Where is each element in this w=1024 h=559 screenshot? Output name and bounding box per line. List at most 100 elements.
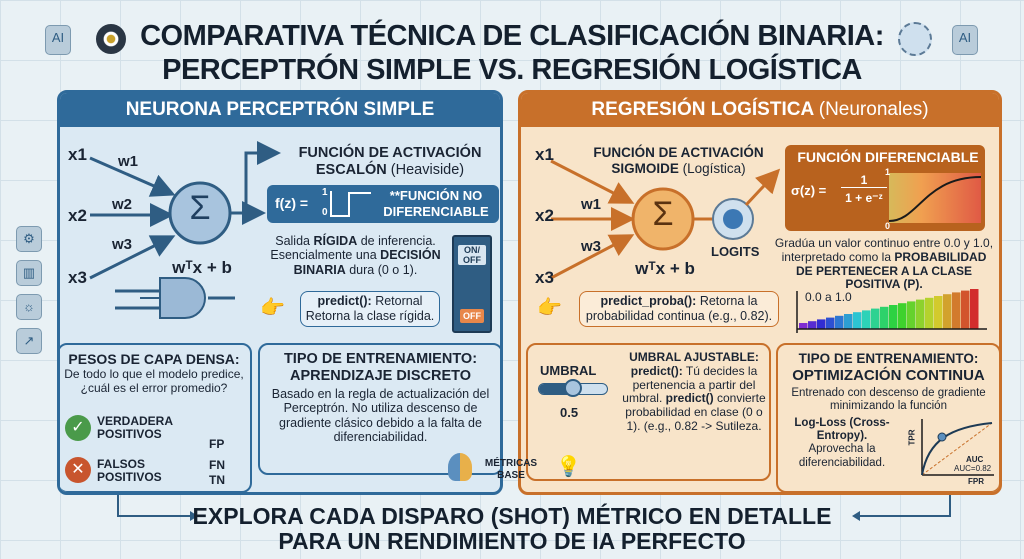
- roc-point: [937, 432, 947, 442]
- scale-axis: [796, 291, 987, 333]
- threshold-value: 0.5: [560, 405, 579, 420]
- probability-bar: [934, 296, 943, 329]
- predict-proba-note: predict_proba(): Retorna la probabilidad…: [579, 291, 779, 327]
- footer-line2: PARA UN RENDIMIENTO DE IA PERFECTO: [278, 528, 746, 554]
- ai-gear-icon: ☼: [16, 294, 42, 320]
- page-title-line1: COMPARATIVA TÉCNICA DE CLASIFICACIÓN BIN…: [140, 20, 884, 52]
- input-edge: [89, 156, 176, 197]
- weight-w1: w1: [581, 196, 602, 213]
- training-title: TIPO DE ENTRENAMIENTO:APRENDIZAJE DISCRE…: [283, 351, 478, 384]
- weight-w2: w2: [112, 196, 133, 213]
- probability-bar: [898, 303, 907, 329]
- weight-w3: w3: [112, 236, 133, 253]
- input-x3: x3: [535, 268, 554, 287]
- threshold-label: UMBRAL: [540, 363, 597, 378]
- logistic-diagram: [550, 159, 781, 280]
- input-x1: x1: [68, 145, 87, 164]
- weight-w3: w3: [581, 238, 602, 255]
- probability-desc: Gradúa un valor continuo entre 0.0 y 1.0…: [774, 236, 994, 292]
- input-x2: x2: [535, 206, 554, 225]
- probability-bar: [817, 319, 826, 329]
- probability-bar: [889, 305, 898, 329]
- logistic-panel: REGRESIÓN LOGÍSTICA (Neuronales) x1 x2 x…: [518, 90, 1002, 495]
- weight-w1: w1: [118, 153, 139, 170]
- roc-x-label: FPR: [968, 477, 984, 486]
- metrics-base-label: MÉTRICAS BASE: [484, 458, 538, 481]
- sigma-symbol: Σ: [652, 195, 674, 233]
- probability-scale-chart: [796, 289, 987, 333]
- bar-chart-icon: ▥: [16, 260, 42, 286]
- probability-bar: [916, 299, 925, 329]
- ai-chip-icon: AI: [45, 25, 71, 55]
- step-formula-box: f(z) = 1 0 **FUNCIÓN NO DIFERENCIABLE: [267, 185, 499, 223]
- training-desc: Basado en la regla de actualización del …: [271, 387, 490, 445]
- probability-bar: [826, 317, 835, 329]
- pointing-hand-icon: 👉: [260, 297, 285, 319]
- roc-curve-chart: [921, 419, 994, 476]
- input-x2: x2: [68, 206, 87, 225]
- connector-arrows: [117, 495, 951, 521]
- sigmoid-box: FUNCIÓN DIFERENCIABLE σ(z) = 1 1 + e⁻ᶻ 1…: [785, 145, 985, 231]
- threshold-box: UMBRAL 0.5 UMBRAL AJUSTABLE:predict(): T…: [526, 343, 771, 481]
- false-positive-label: FALSOS POSITIVOS: [97, 457, 162, 485]
- step-function-graph: [330, 191, 371, 217]
- gear-brain-icon: ⚙: [16, 226, 42, 252]
- logic-gate-icon: [115, 277, 235, 319]
- sigmoid-curve: [889, 173, 981, 223]
- page-title-line2: PERCEPTRÓN SIMPLE VS. REGRESIÓN LOGÍSTIC…: [162, 54, 862, 86]
- footer-line1: EXPLORA CADA DISPARO (SHOT) MÉTRICO EN D…: [192, 503, 832, 529]
- dense-weights-question: De todo lo que el modelo predice, ¿cuál …: [64, 367, 244, 395]
- ai-chip-icon: AI: [952, 25, 978, 55]
- threshold-slider[interactable]: [538, 379, 608, 397]
- fn-label: FN: [209, 458, 225, 472]
- lightbulb-icon: 💡: [556, 456, 581, 478]
- linear-formula: wᵀx + b: [172, 258, 232, 277]
- predict-method-note: predict(): Retornal Retorna la clase ríg…: [300, 291, 440, 327]
- probability-bar: [880, 306, 889, 329]
- probability-bar: [907, 301, 916, 329]
- threshold-desc: UMBRAL AJUSTABLE:predict(): Tú decides l…: [622, 350, 766, 433]
- logistic-training-box: TIPO DE ENTRENAMIENTO:OPTIMIZACIÓN CONTI…: [776, 343, 999, 492]
- training-loss-desc: Log-Loss (Cross-Entropy).Aprovecha la di…: [794, 417, 890, 469]
- on-off-switch-icon: ON/ OFF OFF: [452, 235, 492, 333]
- probability-bar: [844, 314, 853, 329]
- roc-y-label: TPR: [907, 429, 917, 446]
- training-desc: Entrenado con descenso de gradiente mini…: [791, 387, 986, 413]
- slider-handle[interactable]: [564, 379, 582, 397]
- input-edge: [89, 235, 176, 280]
- check-icon: ✓: [65, 415, 91, 441]
- perceptron-diagram: [89, 141, 281, 319]
- roc-auc-label: AUC: [966, 455, 984, 464]
- input-x1: x1: [535, 145, 554, 164]
- probability-bar: [808, 321, 817, 329]
- roc-auc-value: AUC=0.82: [954, 464, 992, 473]
- perceptron-panel: NEURONA PERCEPTRÓN SIMPLE x1 x2 x3 w1 w2…: [57, 90, 503, 495]
- pointing-hand-icon: 👉: [537, 297, 562, 319]
- probability-bar: [925, 297, 934, 329]
- probability-bar: [862, 310, 871, 329]
- logits-label: LOGITS: [711, 244, 760, 259]
- growth-chart-icon: ↗: [16, 328, 42, 354]
- fp-label: FP: [209, 437, 225, 451]
- probability-scale-label: 0.0 a 1.0: [805, 290, 852, 304]
- dense-weights-title: PESOS DE CAPA DENSA:: [68, 351, 240, 367]
- input-x3: x3: [68, 268, 87, 287]
- true-positive-label: VERDADERA POSITIVOS: [97, 414, 173, 442]
- cross-icon: ✕: [65, 457, 91, 483]
- tn-label: TN: [209, 473, 225, 487]
- logistic-title: REGRESIÓN LOGÍSTICA (Neuronales): [521, 93, 999, 127]
- target-icon: [96, 24, 126, 54]
- probability-bar: [961, 290, 970, 329]
- probability-bar: [952, 292, 961, 329]
- dense-weights-box: PESOS DE CAPA DENSA: De todo lo que el m…: [60, 343, 252, 492]
- probability-bar: [871, 308, 880, 329]
- training-title: TIPO DE ENTRENAMIENTO:OPTIMIZACIÓN CONTI…: [792, 351, 985, 384]
- sigma-symbol: Σ: [189, 189, 211, 227]
- head-gears-icon: [448, 453, 472, 481]
- probability-bar: [853, 312, 862, 329]
- probability-bar: [970, 289, 979, 329]
- probability-bar: [799, 323, 808, 329]
- linear-formula: wᵀx + b: [635, 259, 695, 278]
